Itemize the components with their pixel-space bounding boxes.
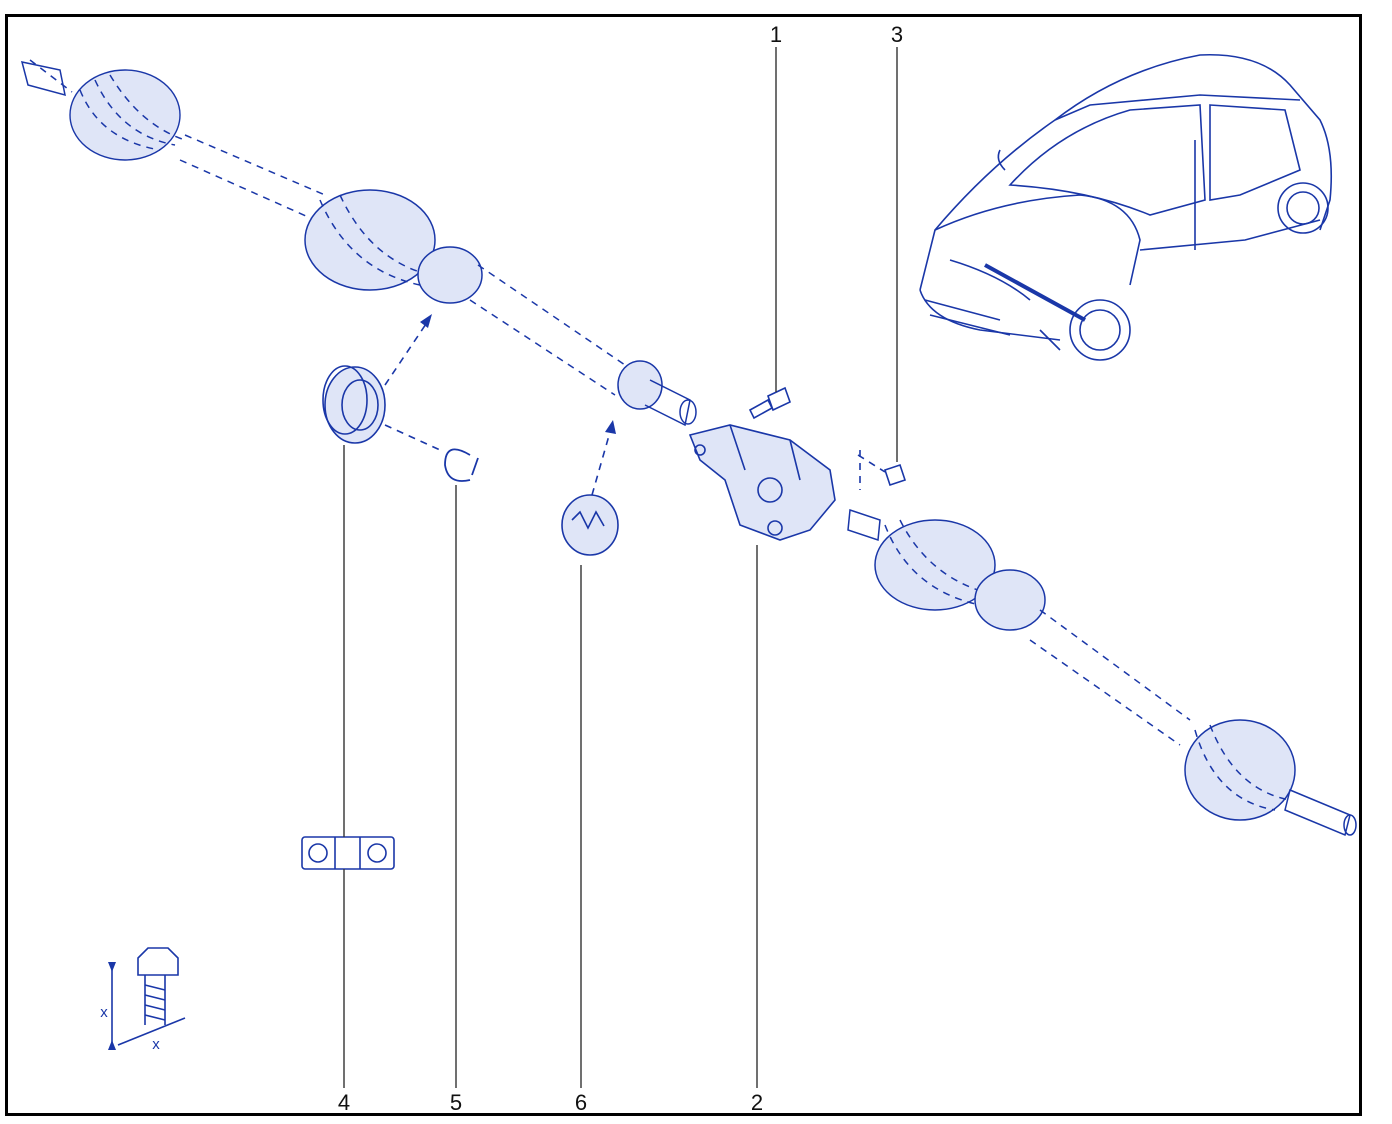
- torque-x-horizontal-label: x: [152, 1036, 160, 1053]
- bearing-icon: [322, 314, 441, 451]
- seal-ring-icon: [561, 420, 619, 556]
- drive-shaft-icon: [20, 59, 1357, 837]
- leader-lines: [343, 47, 898, 1088]
- callout-4: 4: [337, 1090, 351, 1115]
- callout-1: 1: [769, 22, 783, 47]
- callout-5: 5: [449, 1090, 463, 1115]
- bracket-icon: [688, 424, 836, 541]
- diagram-frame: [5, 14, 1362, 1116]
- torque-x-vertical-label: x: [100, 1004, 108, 1021]
- bearing-cap-symbol-icon: [301, 836, 395, 870]
- callout-3: 3: [890, 22, 904, 47]
- callout-2: 2: [750, 1090, 764, 1115]
- bolt-icon: [748, 386, 907, 490]
- circlip-icon: [444, 448, 479, 482]
- tightening-torque-symbol-icon: [108, 947, 186, 1050]
- car-overview-icon: [919, 53, 1332, 361]
- callout-6: 6: [574, 1090, 588, 1115]
